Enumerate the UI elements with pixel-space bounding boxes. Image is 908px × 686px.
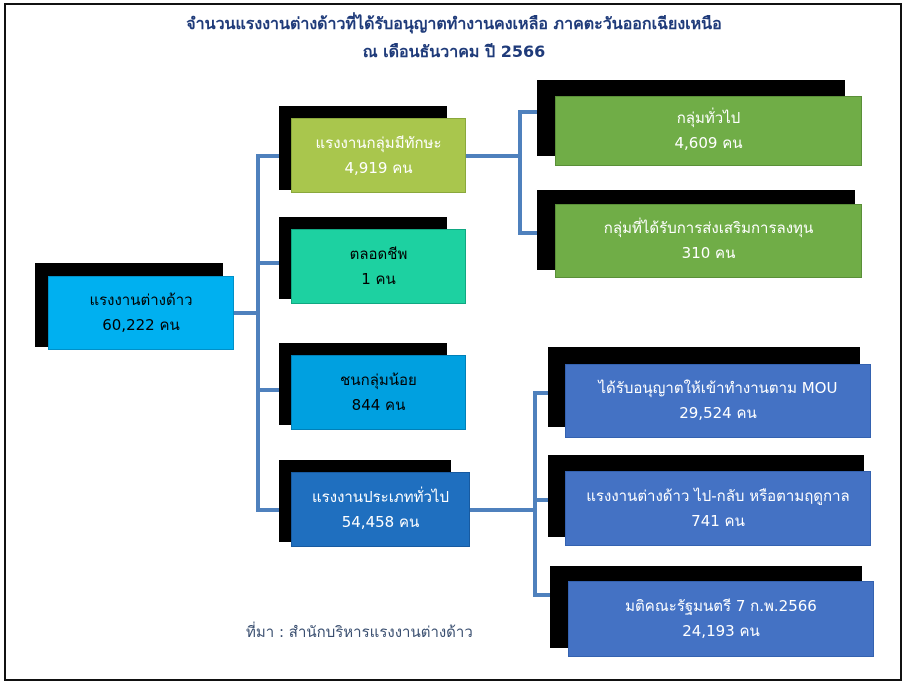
mou-node-label: ได้รับอนุญาตให้เข้าทำงานตาม MOU [598, 379, 838, 397]
general-node: แรงงานประเภททั่วไป 54,458 คน [291, 472, 470, 547]
general-node-value: 54,458 คน [341, 512, 420, 531]
cabinet-node-label: มติคณะรัฐมนตรี 7 ก.พ.2566 [625, 597, 817, 615]
lifetime-node-value: 1 คน [361, 269, 396, 288]
skilled-general-node-value: 4,609 คน [674, 134, 743, 152]
root-node: แรงงานต่างด้าว 60,222 คน [48, 276, 234, 350]
root-node-value: 60,222 คน [102, 316, 180, 334]
diagram-frame [4, 3, 902, 681]
source-note: ที่มา : สำนักบริหารแรงงานต่างด้าว [246, 623, 473, 641]
skilled-general-node: กลุ่มทั่วไป 4,609 คน [555, 96, 862, 166]
skilled-node-label: แรงงานกลุ่มมีทักษะ [315, 133, 442, 152]
seasonal-node-label: แรงงานต่างด้าว ไป-กลับ หรือตามฤดูกาล [586, 486, 850, 505]
minority-node: ชนกลุ่มน้อย 844 คน [291, 355, 466, 430]
general-node-label: แรงงานประเภททั่วไป [312, 487, 449, 506]
cabinet-node-value: 24,193 คน [682, 622, 760, 640]
skilled-invest-node-label: กลุ่มที่ได้รับการส่งเสริมการลงทุน [603, 219, 814, 237]
seasonal-node: แรงงานต่างด้าว ไป-กลับ หรือตามฤดูกาล 741… [565, 471, 871, 546]
cabinet-node: มติคณะรัฐมนตรี 7 ก.พ.2566 24,193 คน [568, 581, 874, 657]
skilled-node: แรงงานกลุ่มมีทักษะ 4,919 คน [291, 118, 466, 193]
seasonal-node-value: 741 คน [691, 511, 745, 530]
mou-node-value: 29,524 คน [679, 404, 757, 422]
skilled-node-value: 4,919 คน [344, 158, 413, 177]
minority-node-value: 844 คน [351, 395, 406, 414]
skilled-invest-node: กลุ่มที่ได้รับการส่งเสริมการลงทุน 310 คน [555, 204, 862, 278]
diagram-title-line1: จำนวนแรงงานต่างด้าวที่ได้รับอนุญาตทำงานค… [186, 14, 722, 33]
mou-node: ได้รับอนุญาตให้เข้าทำงานตาม MOU 29,524 ค… [565, 364, 871, 438]
lifetime-node: ตลอดชีพ 1 คน [291, 229, 466, 304]
diagram-title-line2: ณ เดือนธันวาคม ปี 2566 [362, 42, 546, 61]
skilled-invest-node-value: 310 คน [681, 244, 736, 262]
lifetime-node-label: ตลอดชีพ [349, 244, 408, 263]
root-node-label: แรงงานต่างด้าว [89, 291, 193, 309]
skilled-general-node-label: กลุ่มทั่วไป [676, 109, 741, 127]
minority-node-label: ชนกลุ่มน้อย [340, 370, 417, 389]
